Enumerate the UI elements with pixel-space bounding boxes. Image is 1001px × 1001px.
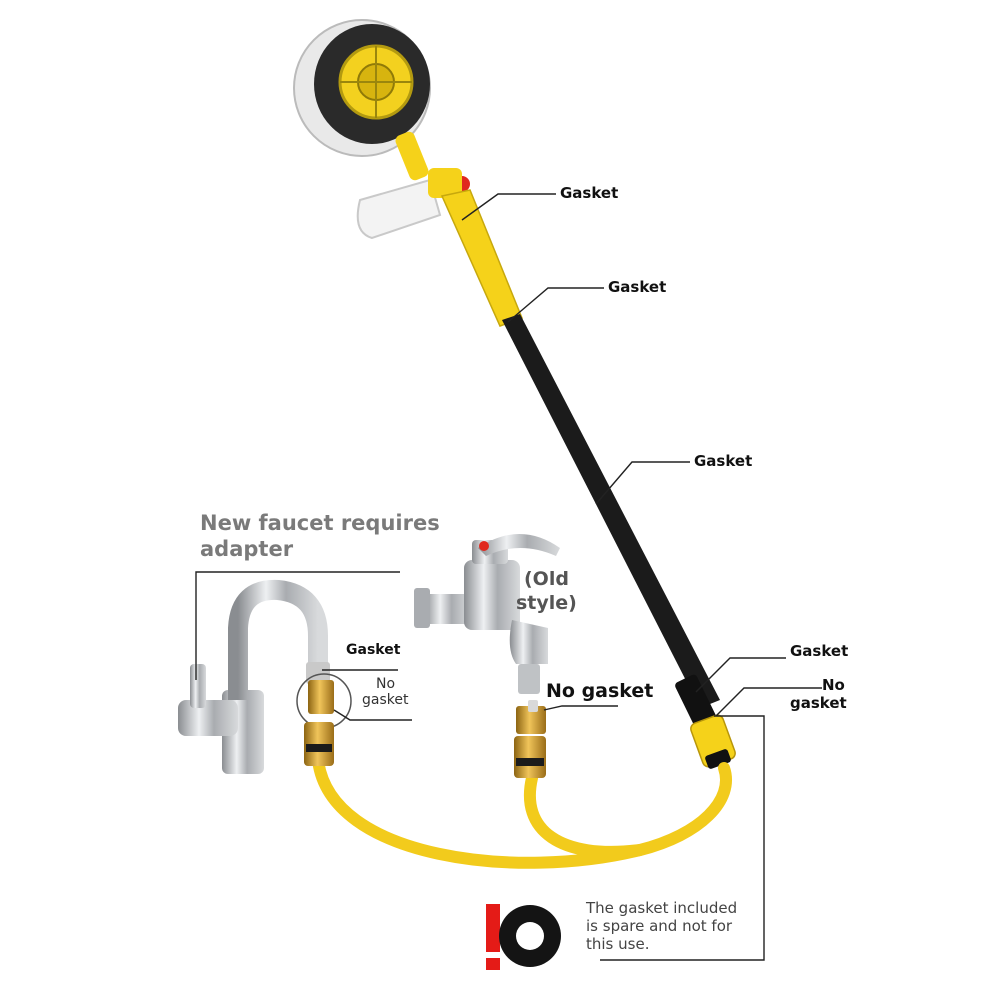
note-line3: this use. [586,935,650,953]
new-faucet-heading-line1: New faucet requires [200,511,440,535]
handle-black-tube [502,314,720,708]
brush-head [293,19,431,157]
note-line1: The gasket included [586,899,738,917]
gasket-label-4: Gasket [790,642,849,660]
gasket-label-2: Gasket [608,278,667,296]
new-faucet-heading-line2: adapter [200,537,294,561]
soap-dispenser [356,131,470,240]
old-style-line2: style) [516,592,577,614]
no-gasket-right-line1: No [822,676,845,694]
old-style-tap [414,534,560,778]
no-gasket-faucet-line1: No [376,676,396,692]
gasket-ring-icon [499,905,561,967]
yellow-hose [312,754,732,869]
leader-lines [195,193,822,961]
modern-faucet [178,579,352,774]
no-gasket-tap-label: No gasket [546,680,654,702]
handle-yellow-section [440,189,523,327]
old-style-line1: (Old [524,568,569,590]
gasket-label-faucet: Gasket [346,642,401,658]
note-line2: is spare and not for [586,917,733,935]
warning-exclamation-icon [486,904,500,970]
no-gasket-faucet-line2: gasket [362,692,409,708]
gasket-label-1: Gasket [560,184,619,202]
gasket-label-3: Gasket [694,452,753,470]
no-gasket-right-line2: gasket [790,694,847,712]
